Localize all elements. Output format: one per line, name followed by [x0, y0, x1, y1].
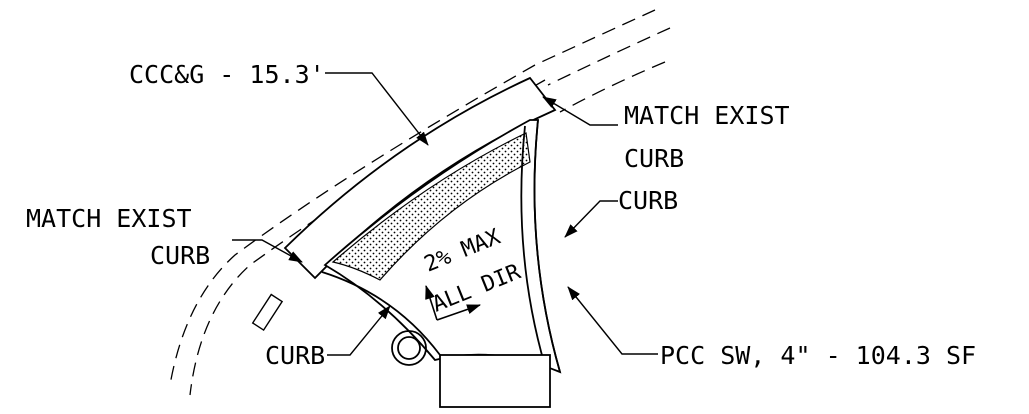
pcc-sw-label: PCC SW, 4" - 104.3 SF — [660, 341, 976, 370]
curb-right-label: CURB — [618, 186, 678, 215]
dashed-curb-line-outer — [169, 64, 536, 386]
small-panel — [251, 293, 284, 332]
match-exist-left-line2: CURB — [150, 241, 210, 270]
match-exist-left-line1: MATCH EXIST — [26, 204, 192, 233]
slope-arrow-right — [436, 304, 481, 321]
curb-return-lines — [321, 119, 561, 373]
slope-arrow-up — [425, 285, 438, 321]
dashed-curb-line-inner — [189, 79, 546, 396]
match-exist-right-line2: CURB — [624, 144, 684, 173]
curb-bottom-label: CURB — [265, 341, 325, 370]
match-exist-right-line1: MATCH EXIST — [624, 101, 790, 130]
stippled-ramp-band — [331, 132, 531, 281]
inlet-box — [439, 354, 551, 408]
pcc-sw-leader — [567, 286, 658, 355]
match-exist-left-leader — [232, 239, 303, 263]
existing-curb-dashed-lines — [169, 9, 671, 396]
right-curb-line-inner — [520, 125, 546, 367]
ccc-g-label: CCC&G - 15.3' — [129, 60, 325, 89]
manhole-icon — [391, 330, 427, 366]
inlet-rect — [439, 354, 551, 408]
dashed-curb-line-upper-2 — [547, 27, 671, 86]
curb-right-leader — [564, 200, 618, 238]
lower-curb-line — [321, 271, 441, 356]
leader-lines — [232, 72, 658, 356]
dashed-curb-line-upper-3 — [559, 61, 666, 113]
curb-bottom-leader — [327, 305, 391, 356]
slope-arrows — [425, 285, 481, 321]
right-curb-line-outer — [533, 119, 561, 373]
match-exist-right-leader — [542, 96, 618, 126]
ccc-g-leader — [325, 72, 429, 146]
dashed-curb-line-upper-1 — [534, 9, 656, 66]
